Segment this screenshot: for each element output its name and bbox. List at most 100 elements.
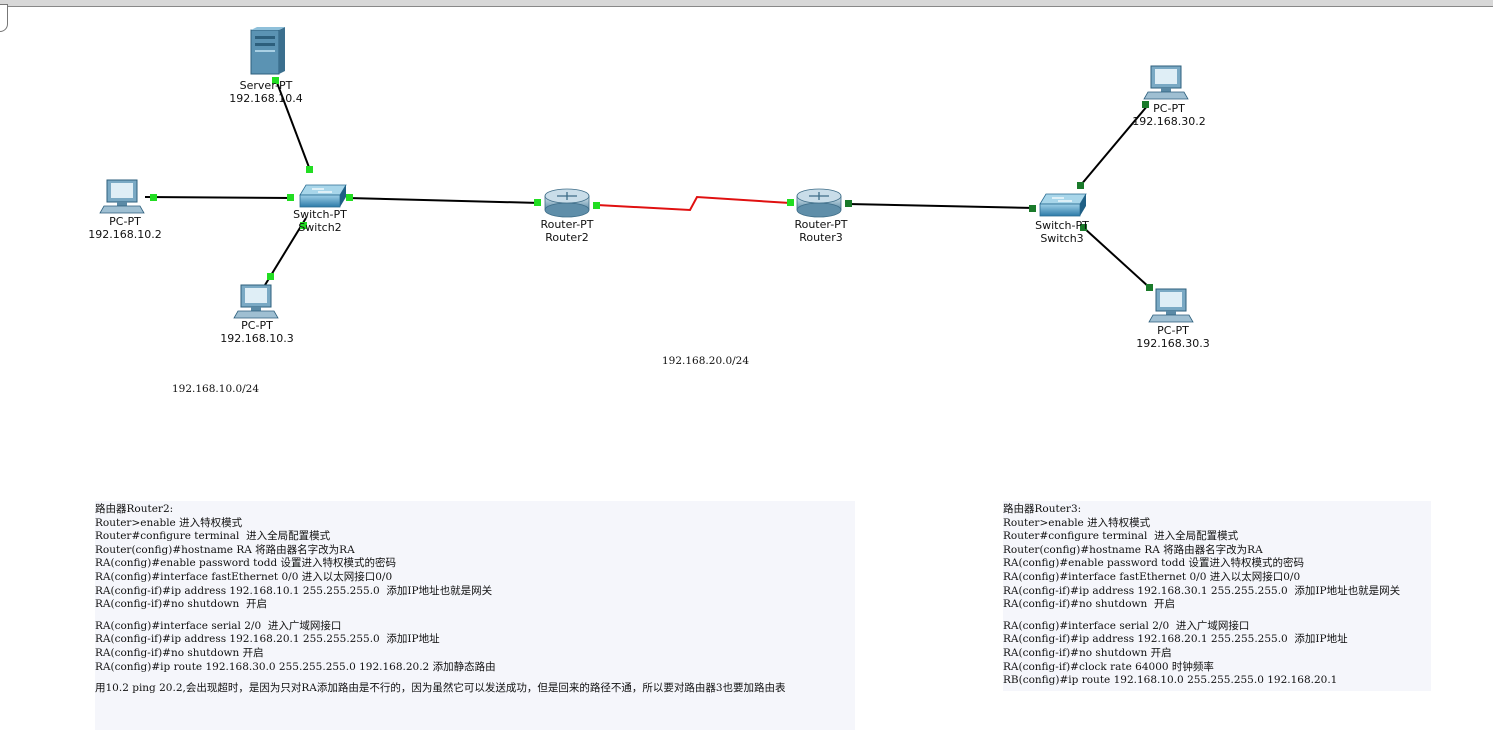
switch-icon[interactable] xyxy=(1039,193,1087,217)
window-top-edge xyxy=(0,0,1493,7)
switch-icon[interactable] xyxy=(299,184,347,208)
spacer xyxy=(95,674,855,682)
pc-right-top-label: PC-PT 192.168.30.2 xyxy=(1126,102,1212,128)
port-light xyxy=(1029,205,1036,212)
note-line: RA(config-if)#no shutdown 开启 xyxy=(1003,598,1175,611)
port-light xyxy=(346,194,353,201)
note-line: RA(config)#enable password todd 设置进入特权模式… xyxy=(1003,557,1305,570)
port-light xyxy=(593,202,600,209)
link-server-switch2[interactable] xyxy=(275,79,311,171)
pc-icon[interactable] xyxy=(1143,65,1189,100)
link-switch3-pc-right-bottom[interactable] xyxy=(1083,227,1151,289)
device-name: Switch2 xyxy=(298,221,342,234)
note-block: 路由器Router3: Router>enable 进入特权模式 Router#… xyxy=(1003,503,1431,612)
note-line: RA(config-if)#ip address 192.168.20.1 25… xyxy=(1003,633,1348,646)
note-line: Router#configure terminal 进入全局配置模式 xyxy=(95,530,331,543)
note-line: Router(config)#hostname RA 将路由器名字改为RA xyxy=(1003,543,1263,556)
note-line: RA(config)#interface serial 2/0 进入广域网接口 xyxy=(1003,619,1250,632)
device-type: Router-PT xyxy=(540,218,594,231)
link-pc-left-switch2[interactable] xyxy=(144,196,293,199)
device-type: PC-PT xyxy=(109,215,141,228)
router2-label: Router-PT Router2 xyxy=(532,218,602,244)
device-type: Server-PT xyxy=(239,79,293,92)
server-label: Server-PT 192.168.10.4 xyxy=(226,79,306,105)
note-line: RA(config-if)#clock rate 64000 时钟频率 xyxy=(1003,660,1214,673)
note-line: RA(config)#interface serial 2/0 进入广域网接口 xyxy=(95,619,342,632)
device-type: Switch-PT xyxy=(1035,219,1089,232)
device-ip: 192.168.10.3 xyxy=(220,332,294,345)
port-light xyxy=(1146,284,1153,291)
note-line: Router>enable 进入特权模式 xyxy=(1003,516,1151,529)
link-switch2-router2[interactable] xyxy=(347,197,541,204)
spacer xyxy=(95,612,855,620)
pc-icon[interactable] xyxy=(1148,288,1194,323)
note-line: RA(config)#interface fastEthernet 0/0 进入… xyxy=(1003,570,1301,583)
port-light xyxy=(306,166,313,173)
switch3-label: Switch-PT Switch3 xyxy=(1027,219,1097,245)
router3-label: Router-PT Router3 xyxy=(786,218,856,244)
pc-left-label: PC-PT 192.168.10.2 xyxy=(82,215,168,241)
device-type: Router-PT xyxy=(794,218,848,231)
port-light xyxy=(1080,224,1087,231)
pc-icon[interactable] xyxy=(233,284,279,319)
port-light xyxy=(845,200,852,207)
device-type: PC-PT xyxy=(241,319,273,332)
device-type: PC-PT xyxy=(1157,324,1189,337)
port-light xyxy=(267,273,274,280)
port-light xyxy=(300,222,307,229)
device-type: PC-PT xyxy=(1153,102,1185,115)
link-switch3-pc-right-top[interactable] xyxy=(1079,104,1149,187)
device-ip: 192.168.10.4 xyxy=(229,92,303,105)
note-line: RA(config-if)#ip address 192.168.30.1 25… xyxy=(1003,584,1401,597)
note-line: RA(config-if)#no shutdown 开启 xyxy=(95,646,264,659)
note-line: 路由器Router2: xyxy=(95,503,174,515)
note-line: RA(config)#enable password todd 设置进入特权模式… xyxy=(95,557,397,570)
topology-canvas xyxy=(99,27,1194,323)
port-indicators xyxy=(150,77,1153,291)
port-light xyxy=(150,194,157,201)
pc-right-bottom-label: PC-PT 192.168.30.3 xyxy=(1130,324,1216,350)
server-icon[interactable] xyxy=(250,27,285,75)
device-name: Switch3 xyxy=(1040,232,1084,245)
pc-icon[interactable] xyxy=(99,179,145,214)
note-line: RB(config)#ip route 192.168.10.0 255.255… xyxy=(1003,674,1338,687)
device-ip: 192.168.30.3 xyxy=(1136,337,1210,350)
device-name: Router2 xyxy=(545,231,589,244)
router-icon[interactable] xyxy=(796,188,842,218)
device-type: Switch-PT xyxy=(293,208,347,221)
port-light xyxy=(1077,182,1084,189)
port-light xyxy=(1142,101,1149,108)
note-line: 路由器Router3: xyxy=(1003,503,1082,515)
spacer xyxy=(1003,612,1431,620)
note-block: RA(config)#interface serial 2/0 进入广域网接口 … xyxy=(1003,620,1431,688)
device-name: Router3 xyxy=(799,231,843,244)
note-block: RA(config)#interface serial 2/0 进入广域网接口 … xyxy=(95,620,855,674)
note-block: 路由器Router2: Router>enable 进入特权模式 Router#… xyxy=(95,503,855,612)
note-line: Router(config)#hostname RA 将路由器名字改为RA xyxy=(95,543,355,556)
note-line: RA(config)#interface fastEthernet 0/0 进入… xyxy=(95,570,393,583)
link-serial-router2-router3[interactable] xyxy=(596,195,791,212)
router-icon[interactable] xyxy=(544,188,590,218)
device-ip: 192.168.10.2 xyxy=(88,228,162,241)
port-light xyxy=(787,199,794,206)
note-footer: 用10.2 ping 20.2,会出现超时，是因为只对RA添加路由是不行的，因为… xyxy=(95,682,786,695)
note-line: Router#configure terminal 进入全局配置模式 xyxy=(1003,530,1239,543)
links xyxy=(144,79,1151,289)
port-light xyxy=(534,199,541,206)
router2-config-note: 路由器Router2: Router>enable 进入特权模式 Router#… xyxy=(95,501,855,730)
router3-config-note: 路由器Router3: Router>enable 进入特权模式 Router#… xyxy=(1003,501,1431,691)
switch2-label: Switch-PT Switch2 xyxy=(285,208,355,234)
note-line: RA(config-if)#ip address 192.168.20.1 25… xyxy=(95,633,440,646)
note-line: RA(config-if)#ip address 192.168.10.1 25… xyxy=(95,584,493,597)
port-light xyxy=(287,194,294,201)
note-line: RA(config)#ip route 192.168.30.0 255.255… xyxy=(95,660,496,673)
note-line: Router>enable 进入特权模式 xyxy=(95,516,243,529)
link-router3-switch3[interactable] xyxy=(847,203,1036,209)
device-ip: 192.168.30.2 xyxy=(1132,115,1206,128)
pc-bottom-label: PC-PT 192.168.10.3 xyxy=(214,319,300,345)
port-light xyxy=(272,77,279,84)
note-line: RA(config-if)#no shutdown 开启 xyxy=(95,598,267,611)
note-line: RA(config-if)#no shutdown 开启 xyxy=(1003,646,1172,659)
network-label-wan: 192.168.20.0/24 xyxy=(662,355,750,367)
network-label-lan1: 192.168.10.0/24 xyxy=(172,383,260,395)
